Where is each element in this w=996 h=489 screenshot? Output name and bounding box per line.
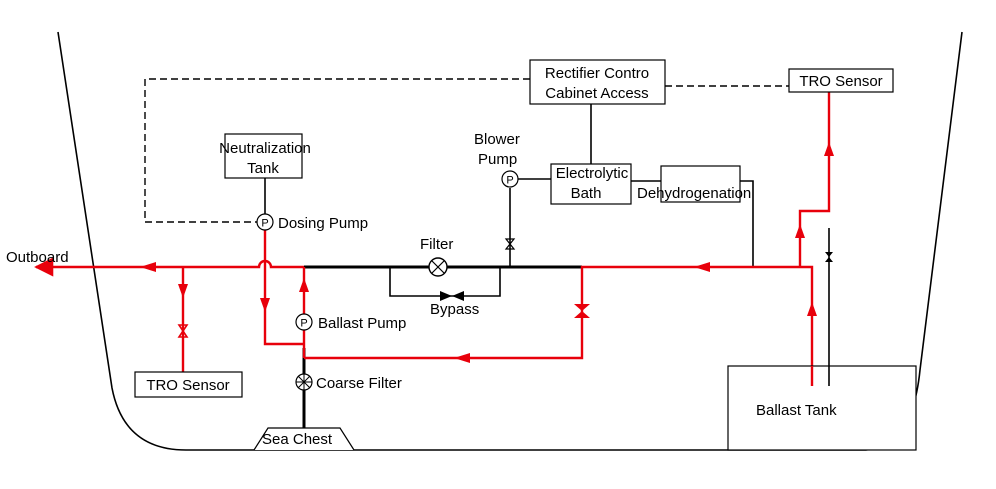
dosing-pump-symbol: P (256, 213, 274, 231)
dehydrogenation-box (660, 165, 741, 203)
sea-chest-label: Sea Chest (262, 431, 333, 448)
tro-sensor-bottom-label: TRO Sensor (146, 377, 229, 394)
tro-sensor-bottom-box (134, 371, 243, 398)
coarse-filter-label: Coarse Filter (316, 375, 402, 392)
flow-arrow-return-top (694, 262, 710, 272)
electrolytic-box (550, 163, 632, 205)
blower-pump-label-2: Pump (478, 151, 517, 168)
neutralization-box (224, 133, 303, 179)
ballast-tank-label: Ballast Tank (756, 402, 837, 419)
tro-sensor-top-box (788, 68, 894, 93)
dosing-pump-label: Dosing Pump (278, 215, 368, 232)
electrolytic-label-1: Electrolytic (556, 165, 629, 182)
flow-arrow-outboard (140, 262, 156, 272)
tro-sensor-top-label: TRO Sensor (799, 73, 882, 90)
flow-arrow-tro-top-b (824, 142, 834, 156)
flow-arrow-tro-bottom (178, 284, 188, 298)
filter-label: Filter (420, 236, 453, 253)
neutralization-label-2: Tank (247, 160, 279, 177)
blower-pump-label-1: Blower (474, 131, 520, 148)
flow-arrow-tro-top-a (795, 224, 805, 238)
rectifier-box (529, 59, 666, 105)
flow-arrow-return-bottom (454, 353, 470, 363)
svg-text:P: P (261, 218, 268, 230)
tro-top-sample-line (798, 92, 831, 267)
dehydro-return-line (740, 180, 754, 267)
bypass-label: Bypass (430, 301, 479, 318)
coarse-filter-symbol (295, 373, 313, 391)
svg-text:P: P (300, 318, 307, 330)
rectifier-label-1: Rectifier Contro (545, 65, 649, 82)
neutralization-label-1: Neutralization (219, 140, 311, 157)
rectifier-label-2: Cabinet Access (545, 85, 648, 102)
outboard-label: Outboard (6, 249, 69, 266)
return-loop-valve (574, 304, 590, 318)
ballast-pump-symbol: P (295, 313, 313, 331)
blower-line-valve (504, 238, 516, 250)
flow-arrow-tank-up (807, 302, 817, 316)
filter-symbol (428, 257, 448, 277)
sea-chest-shape (253, 427, 355, 451)
control-line-dosing (144, 78, 530, 223)
ballast-tank-box (727, 365, 917, 451)
flow-arrow-dosing (260, 298, 270, 312)
svg-text:P: P (506, 175, 513, 187)
dehydrogenation-label: Dehydrogenation (637, 185, 751, 202)
ballast-pump-label: Ballast Pump (318, 315, 406, 332)
electrolytic-label-2: Bath (571, 185, 602, 202)
blower-pump-symbol: P (501, 170, 519, 188)
bypass-valve (440, 291, 464, 301)
tro-bottom-valve (177, 324, 189, 338)
flow-arrow-riser (299, 278, 309, 292)
tank-sample-valve (825, 252, 833, 262)
dosing-injection-line (263, 230, 304, 346)
